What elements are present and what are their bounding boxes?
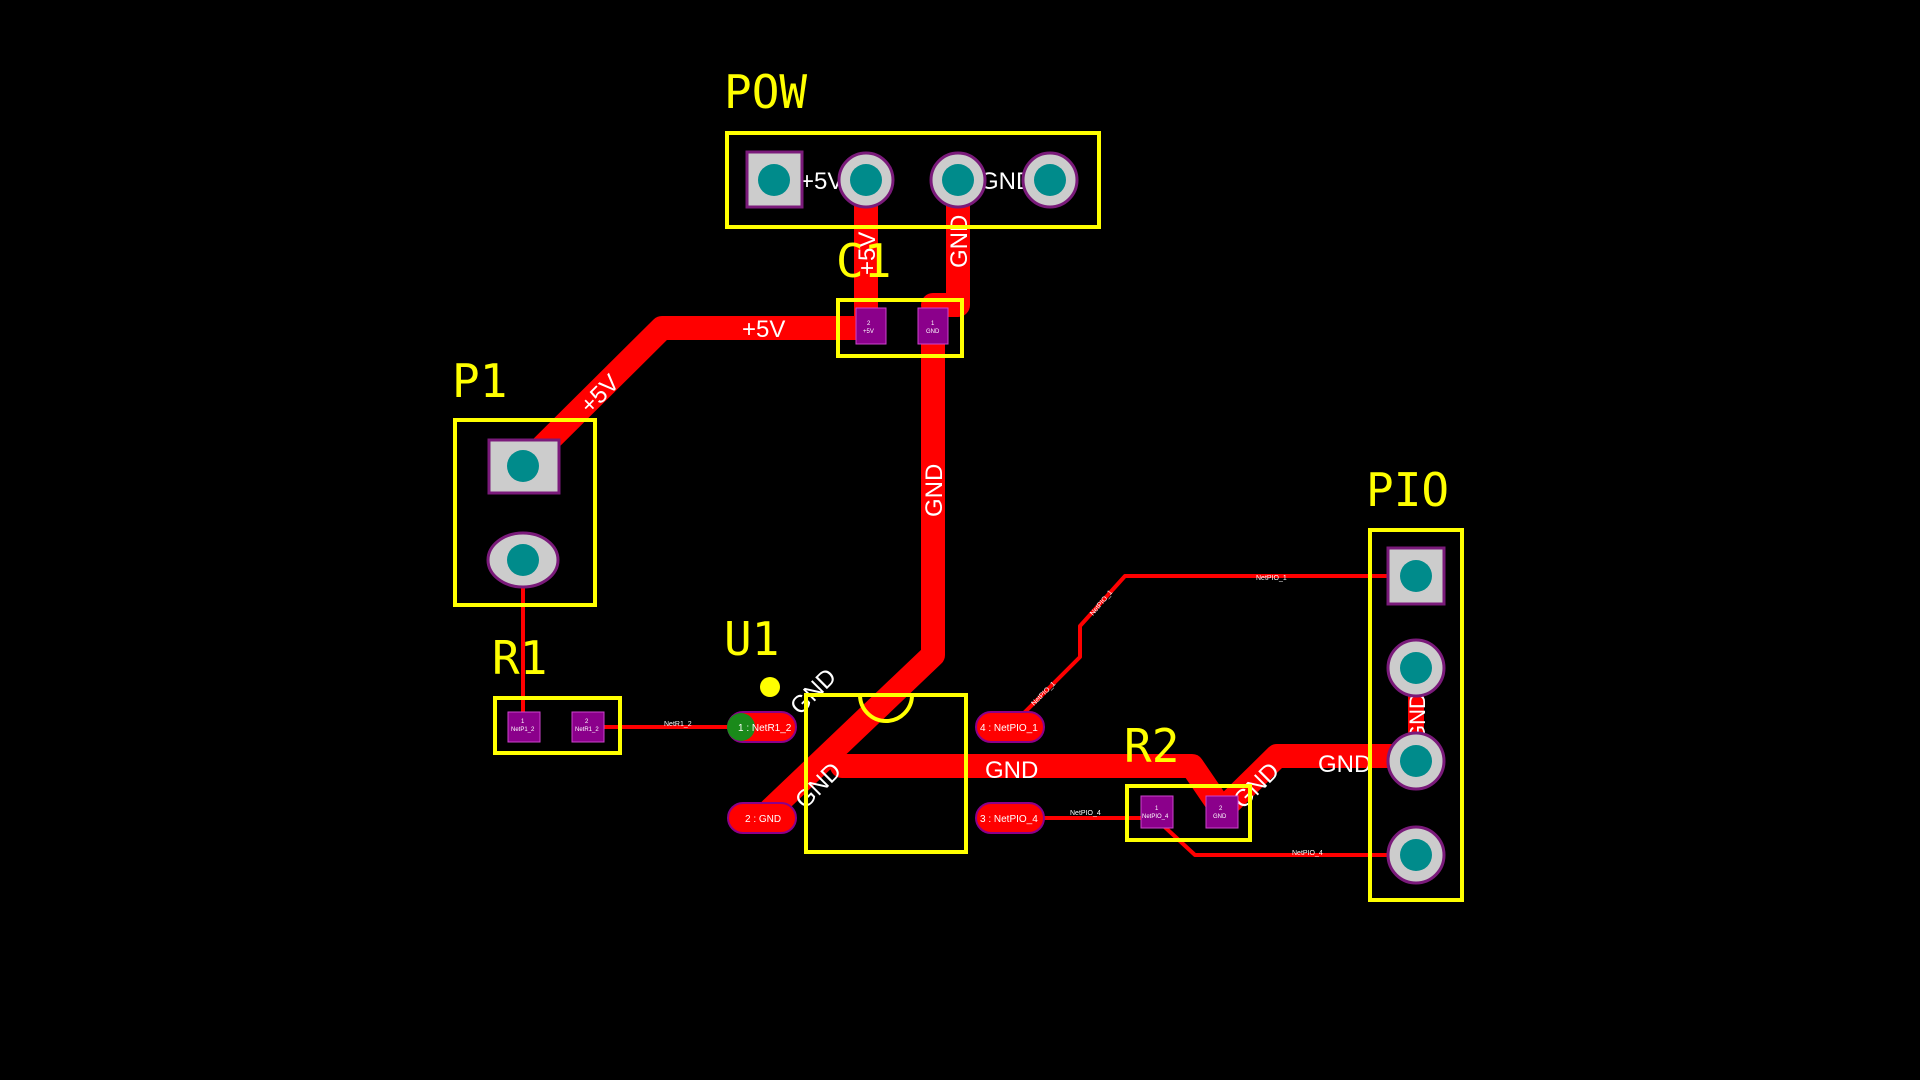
component-r2[interactable]: R2 1 NetPIO_4 2 GND (1124, 719, 1252, 842)
u1-pin-1-drill (727, 713, 755, 741)
r2-pad-2[interactable] (1205, 795, 1239, 829)
u1-pin-3-label: 3 : NetPIO_4 (980, 814, 1038, 825)
r2-pad-1-net: NetPIO_4 (1142, 814, 1169, 820)
p1-pad-1-drill (507, 450, 539, 482)
pio-ref-label: PIO (1366, 463, 1449, 517)
pow-pad-1-drill (758, 164, 790, 196)
net-label-netpio4-pio: NetPIO_4 (1292, 850, 1323, 857)
c1-pad-2-number: 2 (867, 321, 871, 327)
pow-pad-4-drill (1034, 164, 1066, 196)
r1-pad-1-net: NetP1_2 (511, 727, 535, 733)
r2-outline (1125, 784, 1252, 842)
r2-pad-2-number: 2 (1219, 806, 1223, 812)
p1-ref-label: P1 (452, 354, 507, 408)
u1-pin-2-label: 2 : GND (745, 814, 781, 825)
u1-pin1-marker (760, 677, 780, 697)
u1-pin-3[interactable] (975, 802, 1045, 834)
trace-plus5v-p1[interactable] (511, 316, 878, 478)
net-label-gnd-pio: GND (1318, 751, 1371, 778)
c1-pad-1-number: 1 (931, 321, 935, 327)
pio-pad-4-drill (1400, 839, 1432, 871)
net-label-gnd-vertical-pow: GND (946, 215, 973, 268)
c1-pad-2[interactable] (855, 307, 887, 345)
r2-pad-2-net: GND (1213, 814, 1227, 820)
c1-ref-label: C1 (836, 234, 891, 288)
component-u1[interactable]: U1 1 : NetR1_2 2 : GND 3 : NetPIO_4 4 : … (724, 612, 1045, 854)
pow-pad-3-drill (942, 164, 974, 196)
u1-pin-4[interactable] (975, 711, 1045, 743)
component-pio[interactable]: PIO (1366, 463, 1464, 902)
net-label-plus5v-vertical: +5V (854, 232, 881, 275)
pow-outline (725, 131, 1101, 229)
r2-ref-label: R2 (1124, 719, 1179, 773)
net-label-gnd-diagonal-u1: GND (785, 663, 842, 720)
r1-pad-1[interactable] (507, 711, 541, 743)
net-label-gnd-vertical-main: GND (921, 464, 948, 517)
net-label-plus5v-horizontal: +5V (742, 316, 785, 343)
r1-outline (493, 696, 622, 755)
trace-gnd-main[interactable] (750, 316, 945, 830)
u1-pin-1-label: 1 : NetR1_2 (738, 723, 792, 734)
r1-pad-2[interactable] (571, 711, 605, 743)
pio-outline (1368, 528, 1464, 902)
c1-pad-2-net: +5V (863, 329, 874, 335)
trace-gnd-pow[interactable] (921, 168, 970, 317)
pow-ref-label: POW (724, 65, 807, 119)
u1-outline (804, 693, 968, 854)
pio-pad-1[interactable] (1386, 546, 1446, 606)
trace-gnd-r2[interactable] (830, 754, 1234, 822)
net-label-netpio1: NetPIO_1 (1256, 575, 1287, 582)
p1-outline (453, 418, 597, 607)
component-r1[interactable]: R1 1 NetP1_2 2 NetR1_2 (492, 631, 622, 755)
pio-pad-3-drill (1400, 745, 1432, 777)
p1-pad-2-drill (507, 544, 539, 576)
copper-traces (511, 168, 1428, 857)
r1-pad-2-number: 2 (585, 719, 589, 725)
c1-pad-1-net: GND (926, 329, 940, 335)
r2-pad-1[interactable] (1140, 795, 1174, 829)
r1-ref-label: R1 (492, 631, 547, 685)
net-label-netpio1-diagonal: NetPIO_1 (1089, 589, 1114, 617)
u1-notch (858, 694, 914, 723)
trace-netpio1[interactable] (1008, 574, 1418, 729)
u1-ref-label: U1 (724, 612, 779, 666)
net-label-netpio1-u1: NetPIO_1 (1030, 681, 1057, 708)
pow-pad-2-drill (850, 164, 882, 196)
c1-pad-1[interactable] (917, 307, 949, 345)
c1-outline (836, 298, 964, 358)
net-label-netpio4: NetPIO_4 (1070, 810, 1101, 817)
pio-pad-1-drill (1400, 560, 1432, 592)
pio-pad-2-drill (1400, 652, 1432, 684)
u1-pin-2[interactable] (727, 802, 797, 834)
component-pow[interactable]: POW (724, 65, 1101, 229)
r1-pad-2-net: NetR1_2 (575, 727, 599, 733)
component-p1[interactable]: P1 (452, 354, 597, 607)
u1-pin-4-label: 4 : NetPIO_1 (980, 723, 1038, 734)
net-label-gnd-horizontal: GND (985, 757, 1038, 784)
component-c1[interactable]: C1 2 +5V 1 GND (836, 234, 964, 358)
net-label-pow-plus5v: +5V (800, 168, 843, 195)
r1-pad-1-number: 1 (521, 719, 525, 725)
r2-pad-1-number: 1 (1155, 806, 1159, 812)
net-label-netr1-2: NetR1_2 (664, 721, 692, 728)
trace-netpio4-pio[interactable] (1153, 816, 1418, 857)
